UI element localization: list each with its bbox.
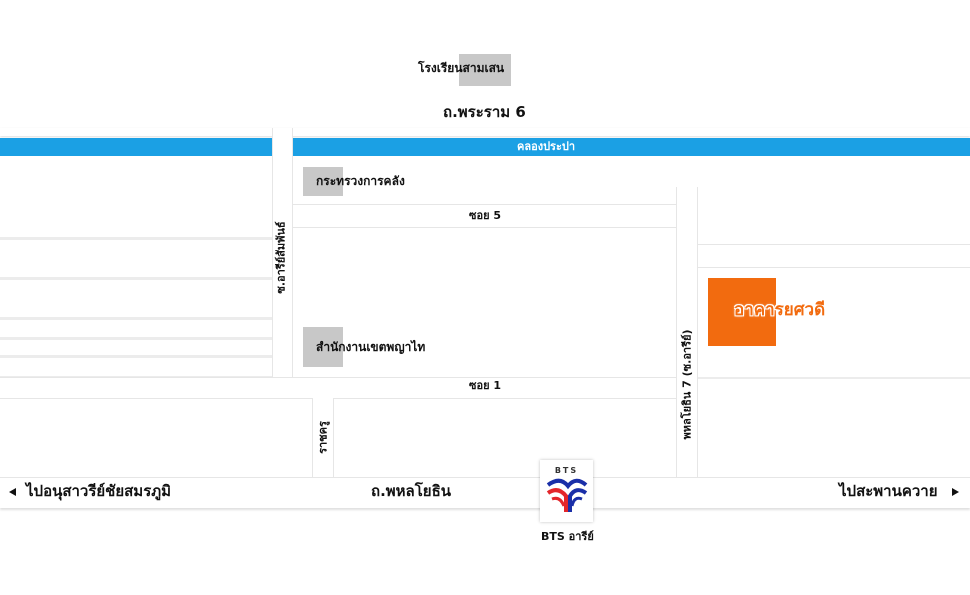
district-office-marker <box>303 327 343 367</box>
right-top-divider <box>676 156 970 186</box>
block-left-1 <box>0 158 272 236</box>
bts-logo: BTS <box>540 460 593 522</box>
left-road-1 <box>0 237 272 240</box>
to-victory-label: ไปอนุสาวรีย์ชัยสมรภูมิ <box>26 482 172 500</box>
canal-label: คลองประปา <box>517 140 576 153</box>
soi5-label: ซอย 5 <box>469 209 502 222</box>
right-road-2 <box>698 377 970 379</box>
soi5-road <box>293 205 676 227</box>
right-arrow-icon <box>952 488 959 496</box>
ministry-label: กระทรวงการคลัง <box>316 174 405 188</box>
ratchakru-label: ราชครู <box>316 421 330 454</box>
phahonyothin-road <box>0 478 970 508</box>
canal-right <box>293 138 970 156</box>
soi1-label: ซอย 1 <box>469 379 502 392</box>
rama6-road <box>0 128 970 136</box>
bts-logo-text: BTS <box>554 466 579 475</box>
building-marker <box>708 278 776 346</box>
left-road-3 <box>0 317 272 320</box>
district-office-label: สำนักงานเขตพญาไท <box>316 340 426 354</box>
school-marker <box>459 54 511 86</box>
soi-ari-samphan-label: ซ.อารีย์สัมพันธ์ <box>274 221 288 294</box>
soi-ari-samphan-road <box>273 128 292 378</box>
ratchakru-road <box>313 398 333 478</box>
soi1-road <box>0 378 676 398</box>
left-arrow-icon <box>9 488 16 496</box>
left-road-5 <box>0 355 272 358</box>
left-road-2 <box>0 277 272 280</box>
canal <box>0 138 272 156</box>
left-road-6 <box>0 376 272 378</box>
building-label: อาคารยศวดี <box>734 300 826 320</box>
school-label: โรงเรียนสามเสน <box>418 61 505 75</box>
to-saphan-khwai-label: ไปสะพานควาย <box>839 482 938 500</box>
ministry-marker <box>303 167 343 196</box>
right-road-1 <box>698 245 970 267</box>
bts-symbol-icon <box>546 478 588 512</box>
rama6-label: ถ.พระราม 6 <box>443 103 526 121</box>
bts-station-label: BTS อารีย์ <box>541 530 594 543</box>
left-road-4 <box>0 337 272 340</box>
phahonyothin-label: ถ.พหลโยธิน <box>371 482 452 500</box>
phahon-soi7-label: พหลโยธิน 7 (ซ.อารีย์) <box>680 329 694 440</box>
phahon-soi7-road <box>677 187 697 478</box>
